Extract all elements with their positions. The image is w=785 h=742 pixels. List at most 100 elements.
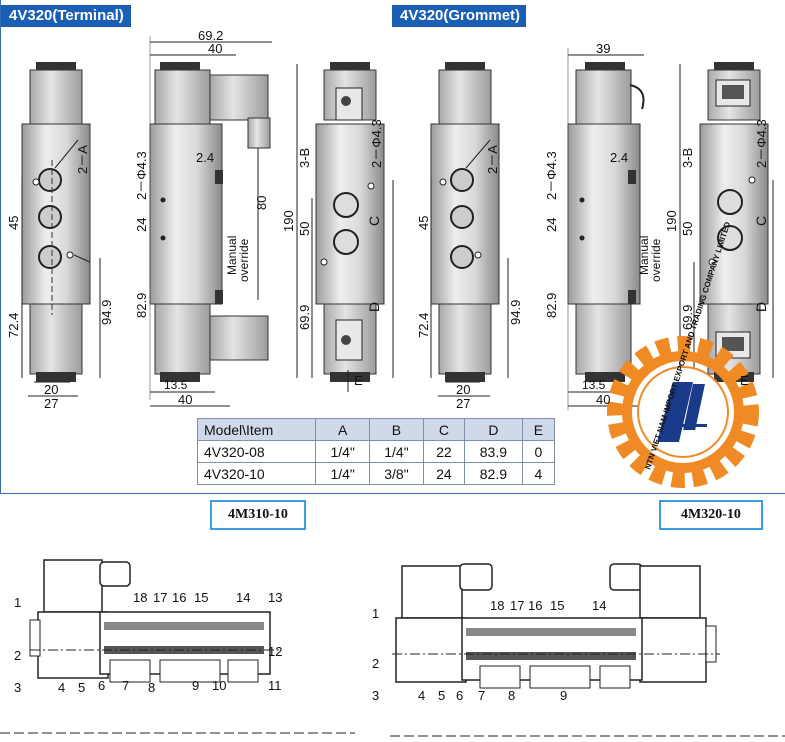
model-label-left: 4M310-10	[210, 500, 306, 530]
part-label: 15	[194, 590, 208, 605]
dim-27: 27	[44, 396, 58, 411]
g-dim-d: D	[753, 302, 769, 312]
cell: 3/8"	[369, 462, 424, 485]
dim-69-9: 69.9	[297, 305, 312, 330]
part-label: 15	[550, 598, 564, 613]
part-label: 10	[212, 678, 226, 693]
g-dim-45: 45	[416, 216, 431, 230]
terminal-side-view	[149, 36, 272, 407]
dim-24: 24	[134, 218, 149, 232]
g-dim-20: 20	[456, 382, 470, 397]
cell: 4V320-10	[196, 462, 317, 485]
g-dim-82-9: 82.9	[544, 293, 559, 318]
technical-drawings	[21, 36, 774, 488]
part-label: 6	[98, 678, 105, 693]
part-label: 4	[58, 680, 65, 695]
header-grommet: 4V320(Grommet)	[392, 5, 526, 27]
g-dim-c: C	[753, 216, 769, 226]
dim-80: 80	[254, 196, 269, 210]
dim-13-5: 13.5	[164, 378, 188, 392]
th-c: C	[422, 418, 465, 441]
part-label: 9	[560, 688, 567, 703]
part-label: 11	[268, 678, 282, 693]
company-logo-gear-icon	[607, 336, 759, 488]
right-cross-section	[390, 563, 785, 737]
cell: 4	[521, 462, 556, 485]
g-dim-24: 24	[544, 218, 559, 232]
table-row: 4V320-08 1/4" 1/4" 22 83.9 0	[196, 440, 556, 463]
part-label: 5	[438, 688, 445, 703]
g-dim-27: 27	[456, 396, 470, 411]
g-dim-phi-rear: 2－Φ4.3	[754, 119, 769, 168]
part-label: 16	[172, 590, 186, 605]
cell: 0	[521, 440, 556, 463]
g-dim-2-4: 2.4	[610, 150, 628, 165]
header-terminal: 4V320(Terminal)	[1, 5, 131, 27]
left-cross-section	[0, 559, 355, 734]
right-part-labels: 1 2 3 4 5 6 7 8 9 14 15 16 17 18	[372, 598, 606, 703]
cross-section-drawings: 1 2 3 4 5 6 7 8 9 10 11 12 13 14 15 16 1…	[0, 559, 785, 737]
grommet-front-view	[430, 62, 509, 397]
manual-label: Manual	[225, 236, 239, 275]
dim-d: D	[366, 302, 382, 312]
cell: 83.9	[463, 440, 523, 463]
g-override-label: override	[649, 238, 663, 282]
part-label: 5	[78, 680, 85, 695]
dim-hole-a: 2－A	[75, 145, 90, 174]
cell: 82.9	[463, 462, 523, 485]
g-dim-phi: 2－Φ4.3	[544, 151, 559, 200]
part-label: 18	[490, 598, 504, 613]
model-label-right: 4M320-10	[659, 500, 763, 530]
g-dim-50: 50	[680, 222, 695, 236]
th-model: Model\Item	[196, 418, 317, 441]
dim-40-top: 40	[208, 41, 222, 56]
dim-e: E	[354, 373, 363, 388]
part-label: 9	[192, 678, 199, 693]
th-e: E	[521, 418, 556, 441]
left-part-labels: 1 2 3 4 5 6 7 8 9 10 11 12 13 14 15 16 1…	[14, 590, 282, 695]
dim-69-2: 69.2	[198, 28, 223, 43]
dim-72-4: 72.4	[6, 313, 21, 338]
part-label: 2	[14, 648, 21, 663]
dim-190: 190	[281, 210, 296, 232]
cell: 1/4"	[369, 440, 424, 463]
cell: 1/4"	[315, 440, 371, 463]
g-dim-3b: 3-B	[680, 148, 695, 168]
g-dim-72-4: 72.4	[416, 313, 431, 338]
dim-40-bot: 40	[178, 392, 192, 407]
g-dim-40: 40	[596, 392, 610, 407]
top-frame	[0, 0, 785, 494]
spec-table-header: Model\Item A B C D E	[196, 418, 556, 441]
part-label: 6	[456, 688, 463, 703]
part-label: 3	[372, 688, 379, 703]
g-manual-label: Manual	[637, 236, 651, 275]
part-label: 18	[133, 590, 147, 605]
part-label: 2	[372, 656, 379, 671]
dim-82-9: 82.9	[134, 293, 149, 318]
dim-phi-rear: 2－Φ4.3	[369, 119, 384, 168]
part-label: 17	[510, 598, 524, 613]
dim-phi: 2－Φ4.3	[134, 151, 149, 200]
cell: 22	[422, 440, 465, 463]
spec-table: Model\Item A B C D E 4V320-08 1/4" 1/4" …	[196, 418, 556, 485]
part-label: 8	[508, 688, 515, 703]
part-label: 16	[528, 598, 542, 613]
part-label: 12	[268, 644, 282, 659]
cell: 24	[422, 462, 465, 485]
dim-45: 45	[6, 216, 21, 230]
g-dim-39: 39	[596, 41, 610, 56]
override-label: override	[237, 238, 251, 282]
part-label: 8	[148, 680, 155, 695]
g-dim-94-9: 94.9	[508, 300, 523, 325]
th-d: D	[463, 418, 523, 441]
terminal-rear-view	[296, 62, 394, 392]
th-b: B	[369, 418, 424, 441]
dim-20: 20	[44, 382, 58, 397]
dim-2-4: 2.4	[196, 150, 214, 165]
th-a: A	[315, 418, 371, 441]
part-label: 3	[14, 680, 21, 695]
dim-94-9: 94.9	[99, 300, 114, 325]
part-label: 17	[153, 590, 167, 605]
part-label: 7	[122, 678, 129, 693]
dim-3b: 3-B	[297, 148, 312, 168]
